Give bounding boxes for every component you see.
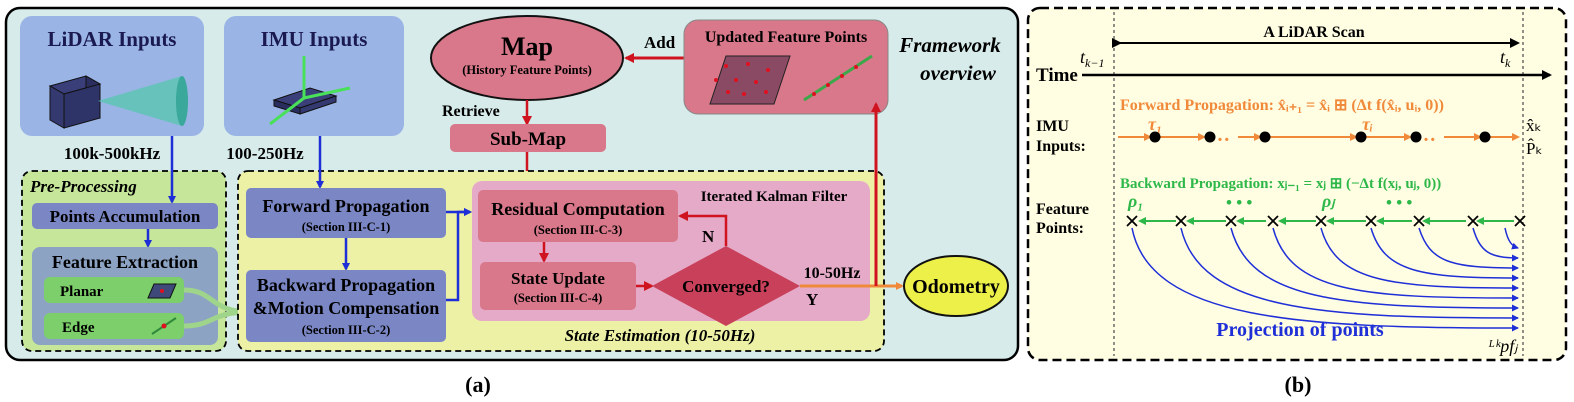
svg-text:…: … (1416, 124, 1436, 146)
feature-points-label-1: Feature (1036, 201, 1089, 218)
backward-propagation-text: Backward Propagation: xⱼ₋₁ = xⱼ ⊞ (−Δt f… (1120, 176, 1441, 192)
state-update-box (480, 262, 636, 310)
p-hat-k-label: P̂ₖ (1526, 139, 1543, 158)
forward-propagation-text: Forward Propagation: x̂ᵢ₊₁ = x̂ᵢ ⊞ (Δt f… (1120, 97, 1444, 114)
t-k-label: tk (1500, 47, 1511, 70)
imu-inputs-label-2: Inputs: (1036, 138, 1086, 155)
state-estimation-label: State Estimation (10-50Hz) (565, 326, 756, 345)
framework-title-line1: Framework (898, 33, 1001, 57)
edge-box (44, 313, 184, 339)
odometry-label: Odometry (912, 276, 1000, 298)
points-accumulation-box (32, 203, 218, 229)
map-title: Map (501, 32, 553, 61)
panel-a: LiDAR Inputs 100k-500kHz IMU Inputs 100-… (4, 6, 1020, 397)
projection-label: Projection of points (1216, 319, 1384, 341)
lidar-sensor-icon (48, 75, 188, 129)
updated-plane-icon (709, 55, 791, 105)
imu-inputs-label: IMU Inputs (261, 27, 368, 51)
lidar-inputs-label: LiDAR Inputs (48, 27, 177, 51)
framework-title-line2: overview (920, 61, 997, 85)
panel-b: A LiDAR Scan Time tk−1 tk Forward Propag… (1026, 6, 1568, 397)
state-update-label: State Update (511, 269, 605, 288)
imu-sensor-icon (269, 56, 351, 126)
residual-computation-box (478, 190, 678, 242)
backward-propagation-label-2: &Motion Compensation (253, 298, 440, 318)
tau-1-label: τ₁ (1148, 114, 1162, 134)
odometry-rate-label: 10-50Hz (804, 265, 861, 282)
lk-p-fj-label: ᴸᵏpfⱼ (1488, 336, 1519, 356)
backward-to-residual-arrow (446, 208, 472, 302)
updated-feature-points-label: Updated Feature Points (705, 29, 867, 46)
imu-timeline: … … (1118, 124, 1520, 146)
odometry-node (903, 255, 1009, 317)
projection-curves (1131, 227, 1519, 332)
pre-processing-label: Pre-Processing (29, 177, 137, 196)
panel-b-caption: (b) (1285, 372, 1312, 397)
imu-inputs-box (224, 16, 404, 136)
rho-j-label: ρⱼ (1321, 191, 1336, 211)
imu-inputs-label-1: IMU (1036, 118, 1069, 135)
planar-label: Planar (60, 284, 104, 300)
x-hat-k-label: x̂ₖ (1526, 116, 1542, 135)
forward-propagation-box (246, 188, 446, 238)
time-label: Time (1036, 65, 1078, 86)
feature-extraction-label: Feature Extraction (52, 252, 198, 272)
backward-section-label: (Section III-C-2) (302, 323, 391, 337)
converged-decision (652, 246, 800, 326)
ellipsis-2: • • • (1386, 193, 1412, 212)
svg-text:…: … (1210, 124, 1230, 146)
not-converged-arrow (678, 211, 728, 246)
retrieve-label: Retrieve (442, 103, 500, 120)
sub-map-label: Sub-Map (490, 129, 566, 150)
backward-propagation-label-1: Backward Propagation (257, 275, 435, 295)
feature-points-label-2: Points: (1036, 220, 1084, 237)
residual-computation-label: Residual Computation (491, 199, 665, 219)
tau-i-label: τᵢ (1362, 114, 1373, 134)
ellipsis-1: • • • (1226, 193, 1252, 212)
panel-a-caption: (a) (465, 372, 491, 397)
residual-section-label: (Section III-C-3) (534, 223, 623, 237)
converged-label: Converged? (682, 277, 770, 296)
edge-icon (151, 317, 177, 335)
edge-label: Edge (62, 320, 95, 336)
forward-propagation-label: Forward Propagation (262, 196, 429, 216)
lidar-rate-label: 100k-500kHz (64, 144, 161, 163)
y-label: Y (806, 290, 818, 309)
rho-1-label: ρ₁ (1127, 191, 1144, 211)
backward-propagation-box (246, 270, 446, 342)
add-label: Add (644, 33, 676, 52)
map-subtitle: (History Feature Points) (462, 63, 592, 77)
t-km1-label: tk−1 (1080, 47, 1104, 70)
forward-section-label: (Section III-C-1) (302, 220, 391, 234)
sub-map-box (450, 124, 606, 152)
imu-rate-label: 100-250Hz (226, 144, 304, 163)
points-accumulation-label: Points Accumulation (50, 207, 201, 226)
iterated-kalman-filter-label: Iterated Kalman Filter (701, 189, 848, 205)
feature-point-markers (1126, 215, 1526, 227)
n-label: N (702, 227, 715, 246)
state-update-section-label: (Section III-C-4) (514, 291, 603, 305)
updated-edge-icon (803, 54, 873, 102)
panel-b-frame (1026, 6, 1568, 362)
lidar-scan-label: A LiDAR Scan (1263, 24, 1364, 41)
